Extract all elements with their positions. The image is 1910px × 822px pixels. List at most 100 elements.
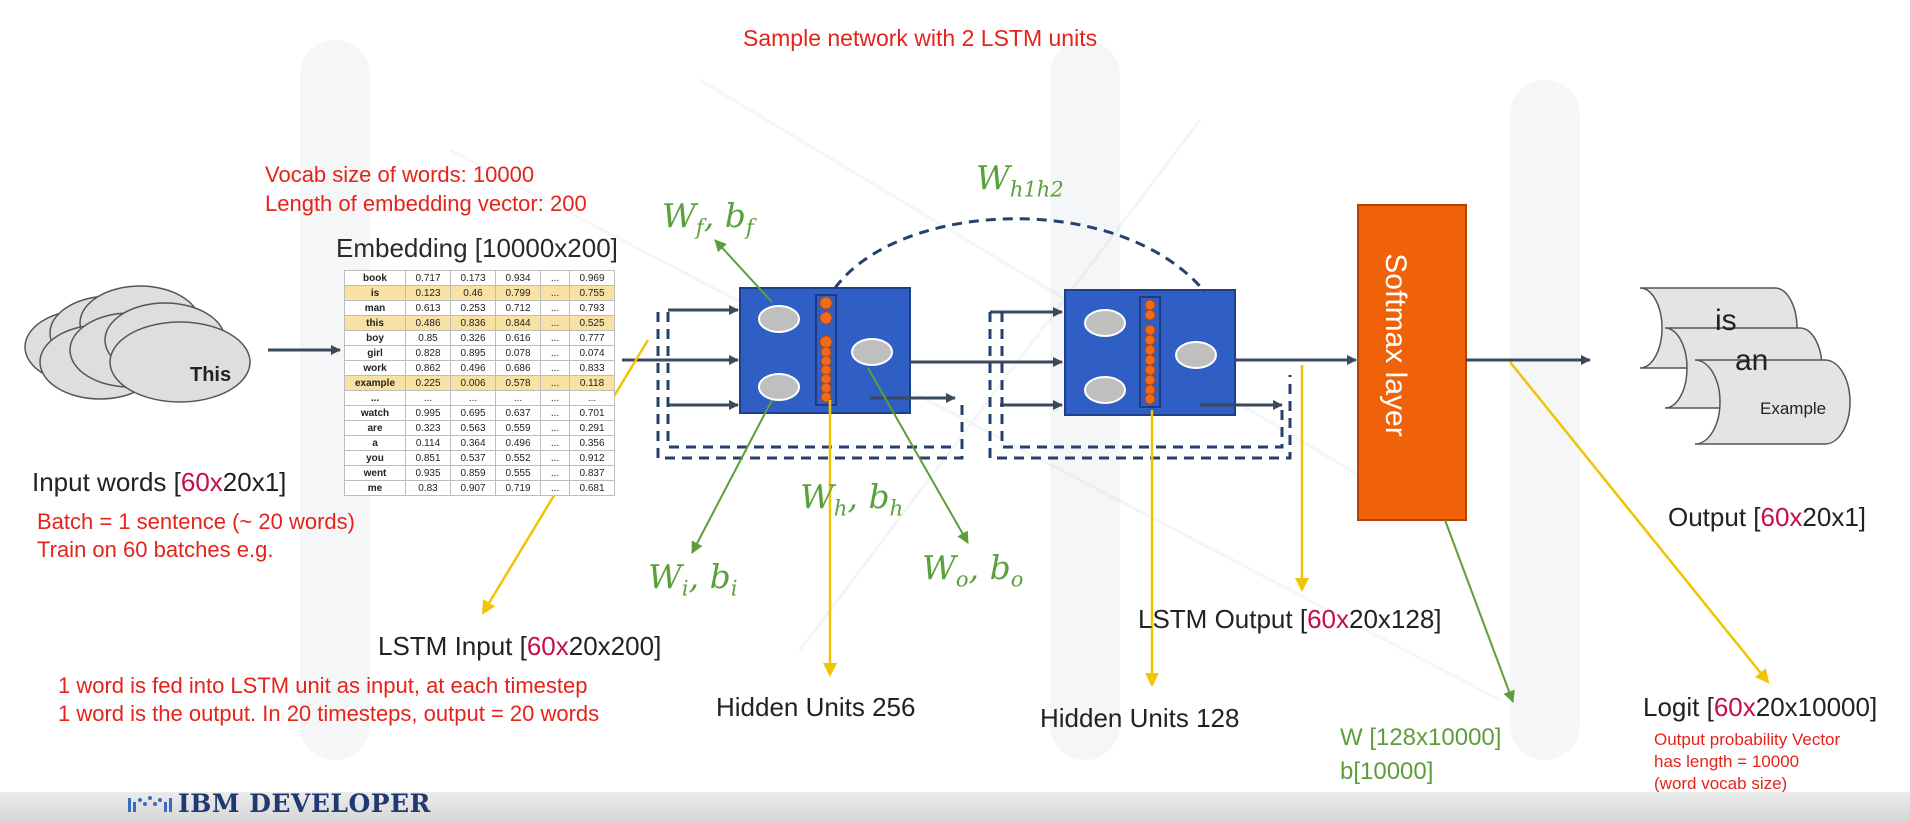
logit-note-2: has length = 10000 xyxy=(1654,752,1800,771)
wh1h2-label: Wh1h2 xyxy=(976,158,1064,202)
lstm2-gate-f xyxy=(1084,309,1126,337)
embedding-value-cell: 0.123 xyxy=(405,285,451,301)
embedding-value-cell: 0.862 xyxy=(405,360,451,376)
output-word-1: is xyxy=(1715,304,1737,337)
lstm1-hidden-units xyxy=(819,296,833,403)
embedding-value-cell: 0.701 xyxy=(569,405,615,421)
diagram-title: Sample network with 2 LSTM units xyxy=(743,25,1098,51)
recurrent-loops xyxy=(656,217,1292,460)
input-label-post: 20x1] xyxy=(222,467,287,497)
embedding-value-cell: 0.717 xyxy=(405,270,451,286)
embedding-value-cell: 0.833 xyxy=(569,360,615,376)
embedding-value-cell: ... xyxy=(540,270,570,286)
softmax-b-label: b[10000] xyxy=(1340,758,1434,785)
logo-text: IBM DEVELOPER xyxy=(178,788,431,818)
logit-post: 20x10000] xyxy=(1755,692,1878,722)
lstm2-hidden-units xyxy=(1144,299,1156,405)
logit-note-1: Output probability Vector xyxy=(1654,730,1841,749)
embedding-value-cell: ... xyxy=(540,375,570,391)
embedding-value-cell: 0.555 xyxy=(495,465,541,481)
embedding-value-cell: 0.074 xyxy=(569,345,615,361)
output-label: Output [60x20x1] xyxy=(1668,502,1866,533)
wo-base: W xyxy=(922,548,956,587)
bf-base: b xyxy=(724,196,746,235)
embedding-value-cell: ... xyxy=(540,315,570,331)
lstm-output-label: LSTM Output [60x20x128] xyxy=(1138,604,1442,635)
input-label-highlight: 60x xyxy=(180,467,223,497)
batch-note: Batch = 1 sentence (~ 20 words) xyxy=(37,509,355,534)
lstm2-gate-i xyxy=(1084,376,1126,404)
embedding-word-cell: is xyxy=(344,285,406,301)
output-label-post: 20x1] xyxy=(1802,502,1867,532)
embedding-value-cell: 0.253 xyxy=(450,300,496,316)
input-front-word: This xyxy=(190,364,232,386)
embedding-value-cell: ... xyxy=(569,390,615,406)
embedding-value-cell: 0.755 xyxy=(569,285,615,301)
logit-note-3: (word vocab size) xyxy=(1654,774,1788,793)
output-word-3: Example xyxy=(1760,399,1827,418)
embedding-value-cell: 0.486 xyxy=(405,315,451,331)
lstm-input-label: LSTM Input [60x20x200] xyxy=(378,631,661,662)
embedding-word-cell: a xyxy=(344,435,406,451)
wo-bo-label: Wo, bo xyxy=(922,548,1024,592)
embedding-value-cell: 0.686 xyxy=(495,360,541,376)
embedding-value-cell: 0.552 xyxy=(495,450,541,466)
embedding-length-note: Length of embedding vector: 200 xyxy=(265,191,587,216)
embedding-value-cell: 0.712 xyxy=(495,300,541,316)
embedding-value-cell: ... xyxy=(495,390,541,406)
embedding-value-cell: 0.85 xyxy=(405,330,451,346)
hidden-units-256-label: Hidden Units 256 xyxy=(716,692,916,722)
embedding-word-cell: girl xyxy=(344,345,406,361)
embedding-value-cell: 0.859 xyxy=(450,465,496,481)
embedding-value-cell: ... xyxy=(405,390,451,406)
embedding-value-cell: 0.719 xyxy=(495,480,541,496)
embedding-value-cell: 0.828 xyxy=(405,345,451,361)
bo-sub: o xyxy=(1010,567,1024,592)
embedding-value-cell: 0.777 xyxy=(569,330,615,346)
softmax-weight-pointer xyxy=(1444,519,1515,703)
logit-highlight: 60x xyxy=(1713,692,1756,722)
embedding-value-cell: 0.844 xyxy=(495,315,541,331)
embedding-word-cell: watch xyxy=(344,405,406,421)
embedding-value-cell: 0.006 xyxy=(450,375,496,391)
embedding-value-cell: 0.613 xyxy=(405,300,451,316)
embedding-word-cell: book xyxy=(344,270,406,286)
embedding-value-cell: ... xyxy=(450,390,496,406)
embedding-word-cell: work xyxy=(344,360,406,376)
embedding-value-cell: 0.118 xyxy=(569,375,615,391)
embedding-word-cell: man xyxy=(344,300,406,316)
lstm-output-pre: LSTM Output [ xyxy=(1138,604,1308,634)
vocab-size-note: Vocab size of words: 10000 xyxy=(265,162,535,187)
bi-base: b xyxy=(709,557,731,596)
softmax-w-label: W [128x10000] xyxy=(1340,724,1502,751)
embedding-value-cell: 0.173 xyxy=(450,270,496,286)
softmax-layer xyxy=(1357,204,1467,521)
embedding-value-cell: 0.525 xyxy=(569,315,615,331)
wh1h2-base: W xyxy=(976,158,1010,197)
embedding-row: .................. xyxy=(344,390,615,406)
embedding-word-cell: went xyxy=(344,465,406,481)
embedding-word-cell: this xyxy=(344,315,406,331)
embedding-word-cell: you xyxy=(344,450,406,466)
input-words-stack xyxy=(24,285,251,403)
train-note: Train on 60 batches e.g. xyxy=(37,537,274,562)
wf-bf-label: Wf, bf xyxy=(662,196,754,240)
lstm1-gate-f xyxy=(758,305,800,333)
embedding-word-cell: ... xyxy=(344,390,406,406)
wf-pointer xyxy=(714,239,773,303)
wo-pointer xyxy=(867,367,969,544)
embedding-word-cell: are xyxy=(344,420,406,436)
ibm-logo-icon xyxy=(128,796,172,812)
embedding-value-cell: ... xyxy=(540,345,570,361)
lstm-input-pre: LSTM Input [ xyxy=(378,631,527,661)
lstm-input-highlight: 60x xyxy=(526,631,569,661)
embedding-value-cell: 0.563 xyxy=(450,420,496,436)
embedding-value-cell: 0.078 xyxy=(495,345,541,361)
